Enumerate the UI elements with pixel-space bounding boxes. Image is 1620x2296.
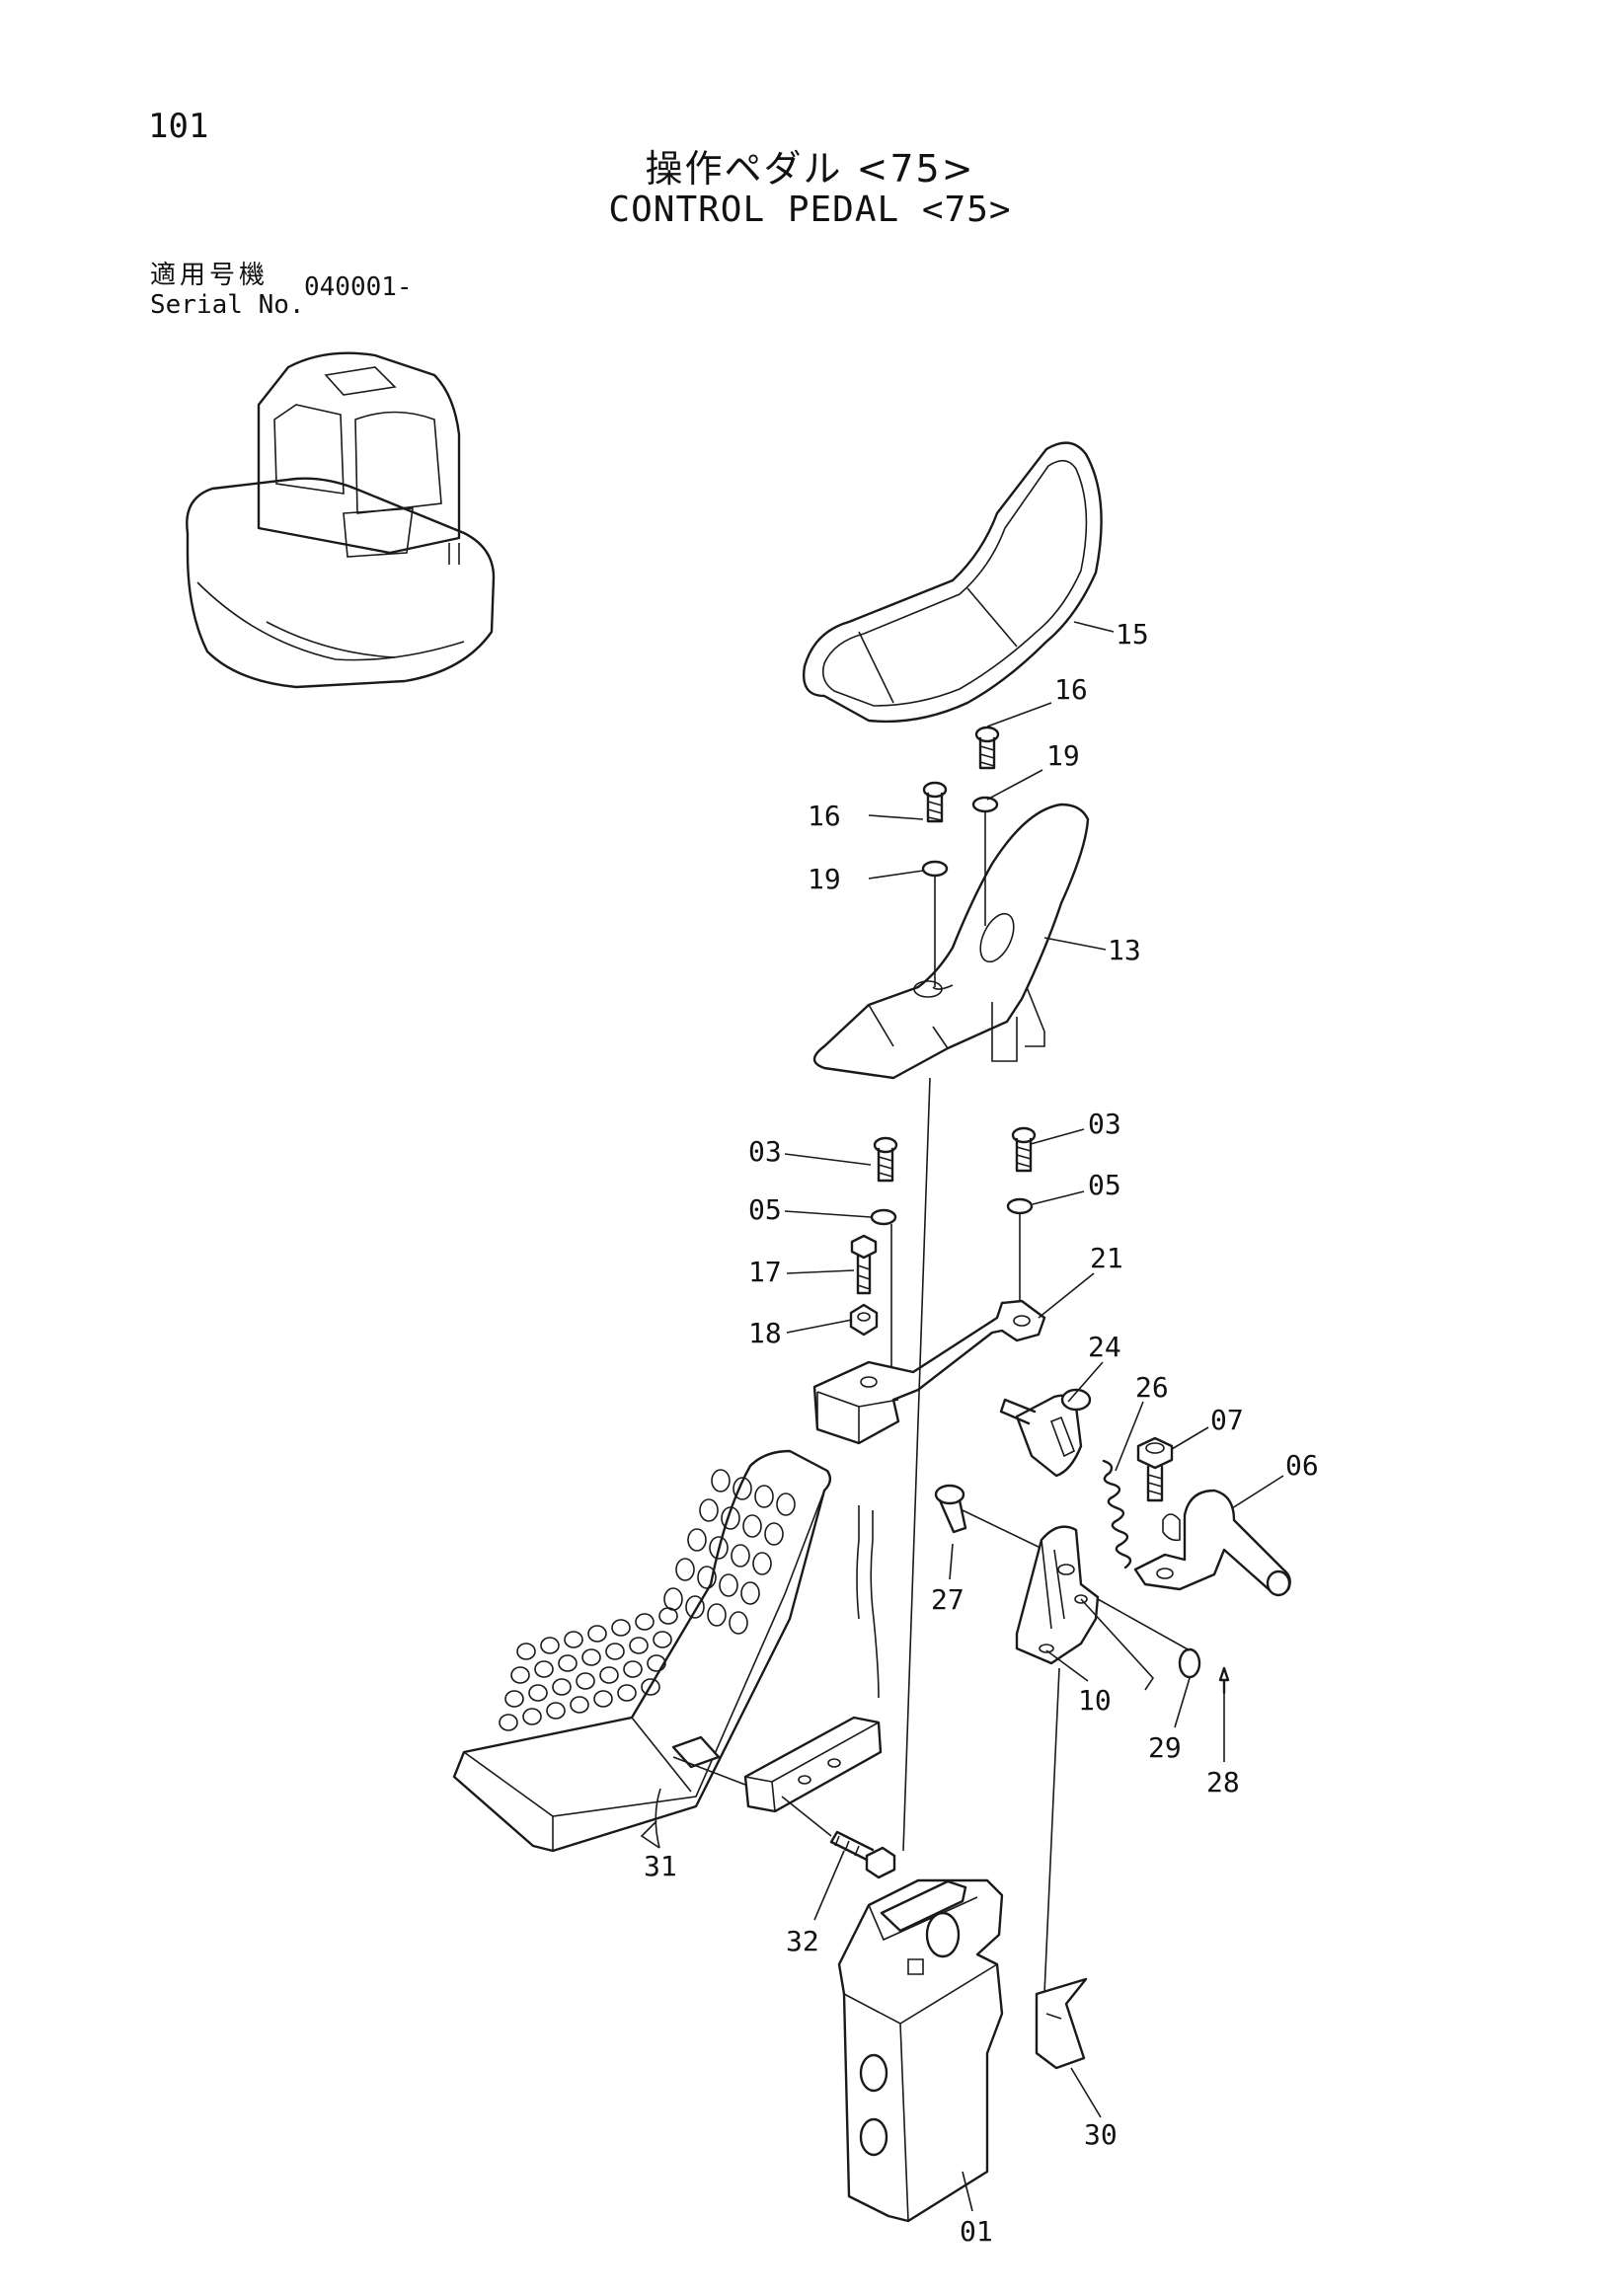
callout-05-right: 05 — [1088, 1169, 1121, 1201]
part-21-bracket — [812, 1299, 1046, 1445]
callout-16-upper: 16 — [1054, 673, 1088, 706]
washer-29 — [1178, 1647, 1201, 1679]
bolt-16-lower — [922, 781, 948, 823]
foot-pedal-studs — [499, 1469, 796, 1731]
pin-27 — [934, 1484, 967, 1534]
callout-17: 17 — [748, 1256, 782, 1288]
washer-19-lower — [921, 860, 949, 878]
part-06-shaft-bracket — [1133, 1489, 1291, 1597]
callout-16-lower: 16 — [808, 800, 841, 832]
clip-28 — [1218, 1666, 1230, 1695]
callout-15: 15 — [1116, 618, 1149, 651]
serial-label-japanese: 適用号機 — [150, 261, 270, 290]
callout-30: 30 — [1084, 2118, 1118, 2151]
callout-13: 13 — [1108, 934, 1141, 966]
assembly-line-32 — [781, 1796, 832, 1837]
callout-31: 31 — [644, 1850, 677, 1882]
leader-lines — [640, 621, 1284, 2212]
callout-06: 06 — [1285, 1449, 1319, 1482]
callout-05-left: 05 — [748, 1193, 782, 1226]
bolt-03-left — [873, 1136, 898, 1183]
callout-01: 01 — [960, 2215, 993, 2248]
callout-27: 27 — [931, 1583, 964, 1616]
callout-labels: 15 16 19 16 19 13 03 03 05 05 17 21 18 2… — [644, 618, 1319, 2248]
part-26-spring — [1102, 1459, 1132, 1569]
callout-03-left: 03 — [748, 1135, 782, 1168]
callout-07: 07 — [1210, 1404, 1244, 1436]
pedal-mount-block — [672, 1716, 883, 1813]
part-10-lever-bracket — [1015, 1525, 1155, 1691]
callout-19-upper: 19 — [1046, 739, 1080, 772]
callout-29: 29 — [1148, 1731, 1182, 1764]
part-13-pedal-plate — [812, 803, 1090, 1080]
bolt-17 — [850, 1234, 878, 1295]
bolt-16-upper — [974, 726, 1000, 770]
serial-number-value: 040001- — [304, 272, 413, 302]
page-number: 101 — [148, 107, 209, 146]
callout-32: 32 — [786, 1925, 819, 1957]
nut-18 — [849, 1303, 879, 1337]
assembly-line-29 — [1097, 1598, 1191, 1651]
callout-18: 18 — [748, 1317, 782, 1349]
washer-05-left — [870, 1208, 897, 1226]
callout-24: 24 — [1088, 1331, 1121, 1363]
machine-thumbnail — [186, 351, 496, 689]
bolt-03-right — [1011, 1126, 1037, 1173]
part-15-pedal-cover — [803, 441, 1103, 724]
assembly-line-pedal-valve — [902, 1077, 931, 1852]
callout-26: 26 — [1135, 1371, 1169, 1404]
callout-03-right: 03 — [1088, 1108, 1121, 1140]
serial-label-english: Serial No. — [150, 290, 305, 320]
title-english: CONTROL PEDAL <75> — [608, 190, 1012, 230]
part-24-switch — [999, 1388, 1092, 1478]
callout-10: 10 — [1078, 1684, 1112, 1717]
washer-19-upper — [971, 796, 999, 813]
washer-05-right — [1006, 1197, 1034, 1215]
bolt-32 — [829, 1830, 896, 1879]
title-japanese: 操作ペダル <75> — [645, 147, 975, 191]
part-30-plate — [1035, 1977, 1088, 2070]
callout-19-lower: 19 — [808, 863, 841, 895]
callout-28: 28 — [1206, 1766, 1240, 1799]
callout-21: 21 — [1090, 1242, 1123, 1274]
assembly-line-13 — [934, 811, 986, 987]
assembly-line-27 — [962, 1509, 1045, 1551]
part-31-foot-pedal — [452, 1449, 832, 1853]
pedal-arm-ghost — [856, 1505, 880, 1699]
bolt-07 — [1136, 1436, 1174, 1502]
part-01-pilot-valve — [837, 1878, 1004, 2223]
